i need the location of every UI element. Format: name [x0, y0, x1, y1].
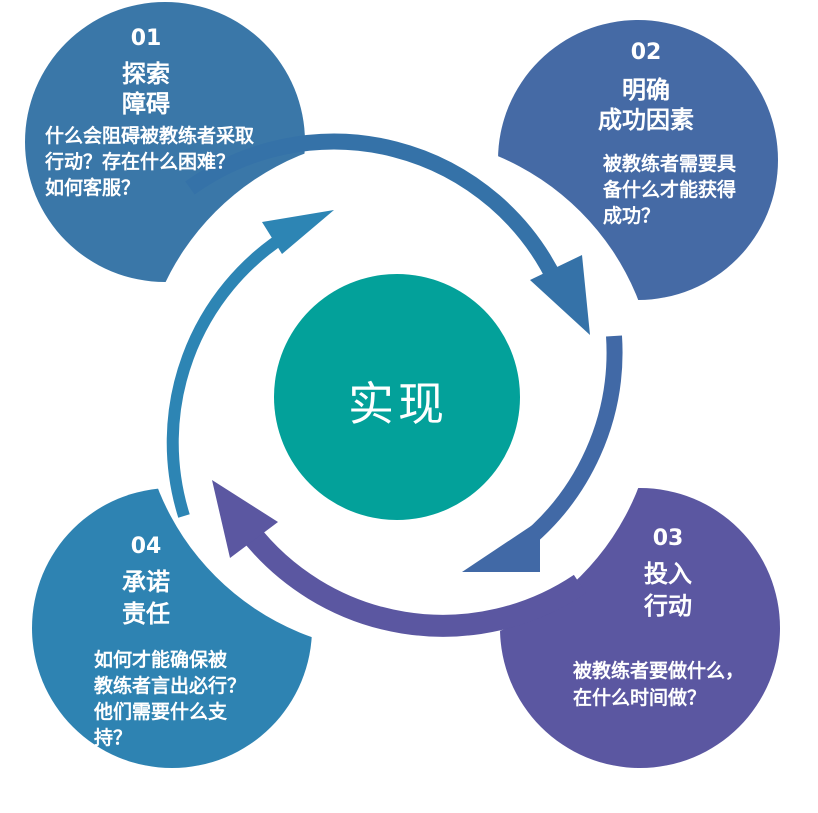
step-01-body-line3: 如何客服？ [45, 177, 141, 199]
step-01-number: 01 [130, 26, 162, 51]
step-02-title-line1: 明确 [622, 76, 670, 104]
step-01-body-line1: 什么会阻碍被教练者采取 [45, 125, 255, 147]
arrow-left-head [262, 210, 334, 254]
step-02-number: 02 [630, 40, 662, 65]
step-01-title-line2: 障碍 [122, 90, 170, 118]
step-01-body-line2: 行动？存在什么困难？ [45, 151, 236, 173]
step-04-title-line1: 承诺 [122, 568, 170, 596]
step-03-body-line1: 被教练者要做什么， [573, 660, 745, 682]
step-02-body-line1: 被教练者需要具 [603, 153, 737, 175]
step-04-number: 04 [130, 534, 162, 559]
arrow-top [185, 133, 564, 286]
step-03-title-line2: 行动 [644, 592, 692, 620]
step-02-body-line2: 备什么才能获得 [603, 179, 737, 201]
arrow-bottom [239, 523, 587, 637]
step-04-title-line2: 责任 [122, 600, 170, 628]
step-03-title-line1: 投入 [644, 560, 692, 588]
arrow-top-head [530, 255, 590, 335]
step-02-body-line3: 成功？ [603, 205, 661, 227]
step-04-body-line4: 持？ [94, 727, 133, 749]
arrow-bottom-head [212, 480, 278, 558]
step-04-body-line3: 他们需要什么支 [94, 701, 228, 723]
arrow-left [166, 228, 292, 518]
step-01-title-line1: 探索 [122, 60, 170, 88]
step-04-body-line2: 教练者言出必行？ [94, 675, 247, 697]
center-label: 实现 [348, 377, 448, 431]
arrow-right-head [462, 520, 540, 572]
center-circle [274, 274, 520, 520]
step-03-body-line2: 在什么时间做？ [573, 687, 707, 709]
step-04-body-line1: 如何才能确保被 [94, 649, 228, 671]
arrow-right [515, 335, 623, 553]
step-02-title-line2: 成功因素 [598, 106, 694, 134]
step-03-number: 03 [652, 526, 684, 551]
